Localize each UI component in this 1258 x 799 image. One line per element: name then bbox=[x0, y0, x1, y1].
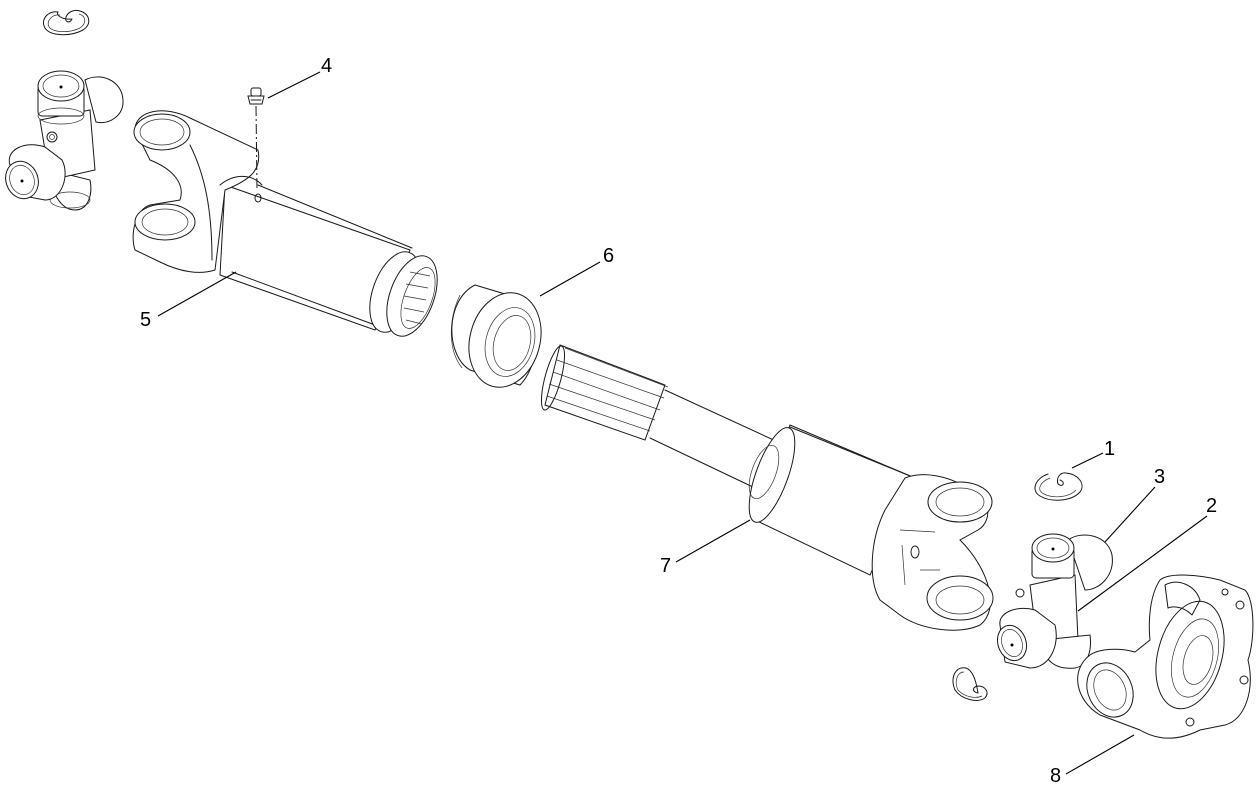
slip-yoke bbox=[132, 110, 438, 337]
leader-4 bbox=[267, 71, 321, 99]
leader-5 bbox=[157, 271, 237, 317]
tube-yoke bbox=[748, 424, 994, 631]
leader-lines bbox=[157, 71, 1208, 775]
leader-6 bbox=[539, 261, 601, 297]
flange-yoke bbox=[1077, 574, 1254, 739]
leader-1 bbox=[1071, 452, 1104, 469]
callout-7: 7 bbox=[660, 555, 672, 577]
universal-joint-right bbox=[996, 533, 1113, 669]
callout-1: 1 bbox=[1104, 438, 1116, 460]
callout-6: 6 bbox=[603, 245, 615, 267]
leader-7 bbox=[675, 519, 751, 563]
splined-shaft bbox=[540, 344, 779, 489]
snap-ring-top-left bbox=[43, 9, 90, 36]
dust-seal bbox=[450, 284, 542, 388]
callout-3: 3 bbox=[1154, 466, 1166, 488]
callout-5: 5 bbox=[140, 309, 152, 331]
snap-ring-bottom bbox=[952, 667, 988, 701]
universal-joint-left bbox=[5, 70, 124, 211]
leader-8 bbox=[1065, 734, 1135, 775]
snap-ring-right bbox=[1034, 472, 1083, 501]
callout-8: 8 bbox=[1050, 765, 1062, 787]
leader-2 bbox=[1077, 515, 1208, 612]
callout-2: 2 bbox=[1206, 495, 1218, 517]
leader-3 bbox=[1104, 486, 1156, 543]
callout-4: 4 bbox=[321, 55, 333, 77]
grease-fitting bbox=[247, 87, 265, 191]
